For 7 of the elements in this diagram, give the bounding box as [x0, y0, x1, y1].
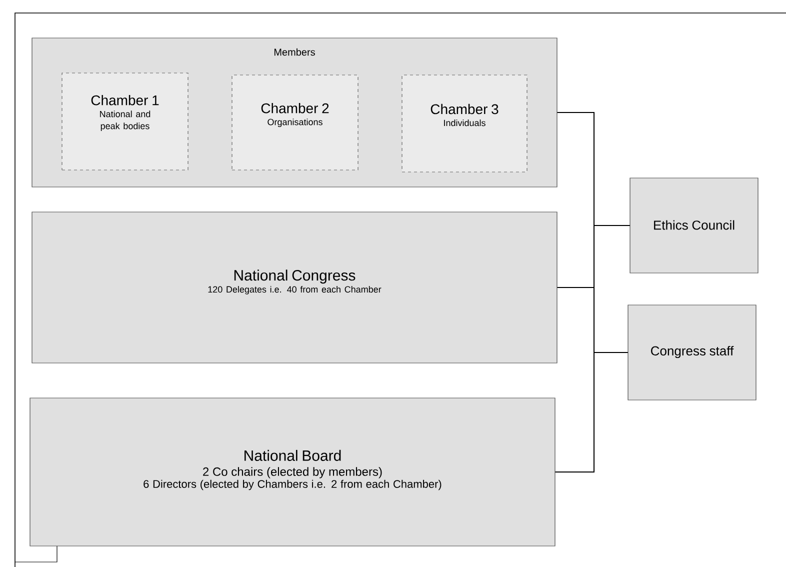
- org-box: Chamber 2 Organisations: [232, 74, 358, 170]
- org-box: National Board 2 Co chairs (elected by members) 6 Directors (elected by Chambers i.e. 2 from each Chamber): [30, 398, 556, 546]
- org-box: Congress staff: [628, 304, 756, 400]
- org-box: Chamber 3 Individuals: [402, 74, 528, 172]
- org-box: Ethics Council: [630, 178, 758, 274]
- org-box: National Congress 120 Delegates i.e. 40 from each Chamber: [32, 212, 558, 364]
- org-box: Chamber 1 National and peak bodies: [62, 72, 188, 170]
